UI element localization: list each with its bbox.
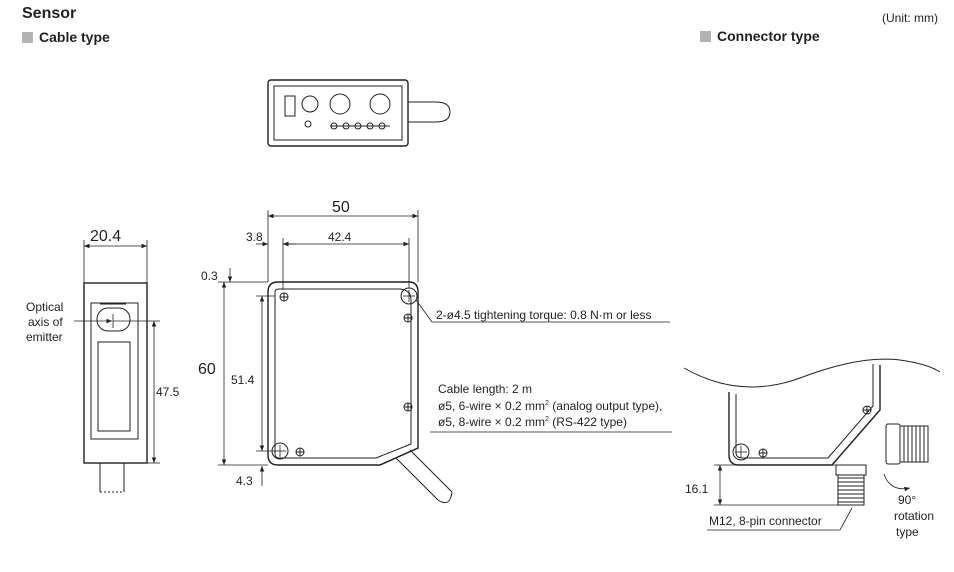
connector-type-label: Connector type xyxy=(717,28,820,44)
optical-axis-line1: Optical xyxy=(26,300,63,314)
rotation-line2: rotation xyxy=(894,509,934,523)
rotation-line1: 90° xyxy=(898,493,916,507)
connector-type-heading: Connector type xyxy=(700,28,820,44)
rotation-line3: type xyxy=(896,525,919,539)
bullet-square-icon xyxy=(700,31,711,42)
page-title: Sensor xyxy=(22,5,77,22)
mount-hole-note: 2-ø4.5 tightening torque: 0.8 N·m or les… xyxy=(436,308,651,322)
connector-mount-hole xyxy=(732,443,750,461)
top-view xyxy=(267,79,451,147)
connector-view xyxy=(683,358,941,531)
dim-top-offset: 0.3 xyxy=(201,269,218,283)
dim-bottom-offset: 4.3 xyxy=(236,474,253,488)
unit-note: (Unit: mm) xyxy=(882,11,938,25)
connector-label: M12, 8-pin connector xyxy=(709,514,822,528)
dim-optical-axis: 47.5 xyxy=(156,385,180,399)
optical-axis-line3: emitter xyxy=(26,330,63,344)
cable-spec-rs422: ø5, 8-wire × 0.2 mm2 (RS-422 type) xyxy=(438,415,627,429)
dim-connector-height: 16.1 xyxy=(685,482,709,496)
cable-type-label: Cable type xyxy=(39,29,110,45)
optical-axis-line2: axis of xyxy=(28,315,63,329)
cable-length-note: Cable length: 2 m xyxy=(438,382,532,396)
front-view xyxy=(74,240,160,493)
side-view xyxy=(218,210,672,504)
dim-hole-pitch: 42.4 xyxy=(328,230,352,244)
connector-thread-down xyxy=(837,474,865,506)
connector-thread-side xyxy=(899,425,929,463)
dim-height: 60 xyxy=(198,361,216,378)
cable-spec-analog: ø5, 6-wire × 0.2 mm2 (analog output type… xyxy=(438,399,662,413)
dim-width-front: 20.4 xyxy=(90,228,121,245)
dim-hole-offset: 3.8 xyxy=(246,230,263,244)
cable-type-heading: Cable type xyxy=(22,29,110,45)
dim-inner-height: 51.4 xyxy=(231,373,255,387)
dim-width-side: 50 xyxy=(332,199,350,216)
bullet-square-icon xyxy=(22,32,33,43)
